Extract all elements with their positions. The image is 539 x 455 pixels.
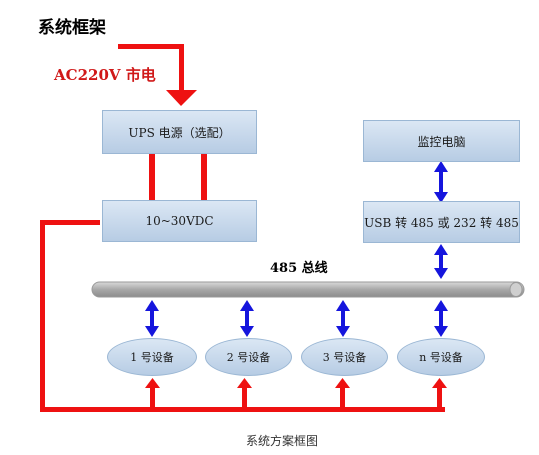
- power-distribution-line: [40, 220, 445, 412]
- power-arrows-to-devices: [145, 378, 447, 408]
- device-n: n 号设备: [397, 338, 485, 376]
- converter-box: USB 转 485 或 232 转 485: [363, 201, 520, 243]
- device-1: 1 号设备: [107, 338, 197, 376]
- power-input-label: AC220V 市电: [54, 66, 156, 84]
- ups-dc-line-left: [149, 154, 155, 201]
- ups-power-box: UPS 电源（选配）: [102, 110, 257, 154]
- dc-power-box: 10~30VDC: [102, 200, 257, 242]
- monitor-pc-box: 监控电脑: [363, 120, 520, 162]
- ups-power-label: UPS 电源（选配）: [128, 125, 231, 140]
- converter-label: USB 转 485 或 232 转 485: [364, 215, 519, 230]
- ups-dc-line-right: [201, 154, 207, 201]
- figure-caption: 系统方案框图: [246, 434, 319, 448]
- ac-input-arrow: [118, 44, 197, 106]
- rs485-bus: [91, 281, 525, 298]
- dc-power-label: 10~30VDC: [145, 214, 214, 228]
- monitor-pc-label: 监控电脑: [417, 134, 466, 149]
- device-3: 3 号设备: [301, 338, 388, 376]
- device-2-label: 2 号设备: [226, 351, 271, 364]
- bus-label: 485 总线: [270, 261, 328, 276]
- device-3-label: 3 号设备: [322, 351, 367, 364]
- page-title: 系统框架: [38, 18, 106, 38]
- device-1-label: 1 号设备: [130, 351, 174, 364]
- device-2: 2 号设备: [205, 338, 292, 376]
- data-arrows: [145, 161, 448, 337]
- device-n-label: n 号设备: [419, 351, 463, 364]
